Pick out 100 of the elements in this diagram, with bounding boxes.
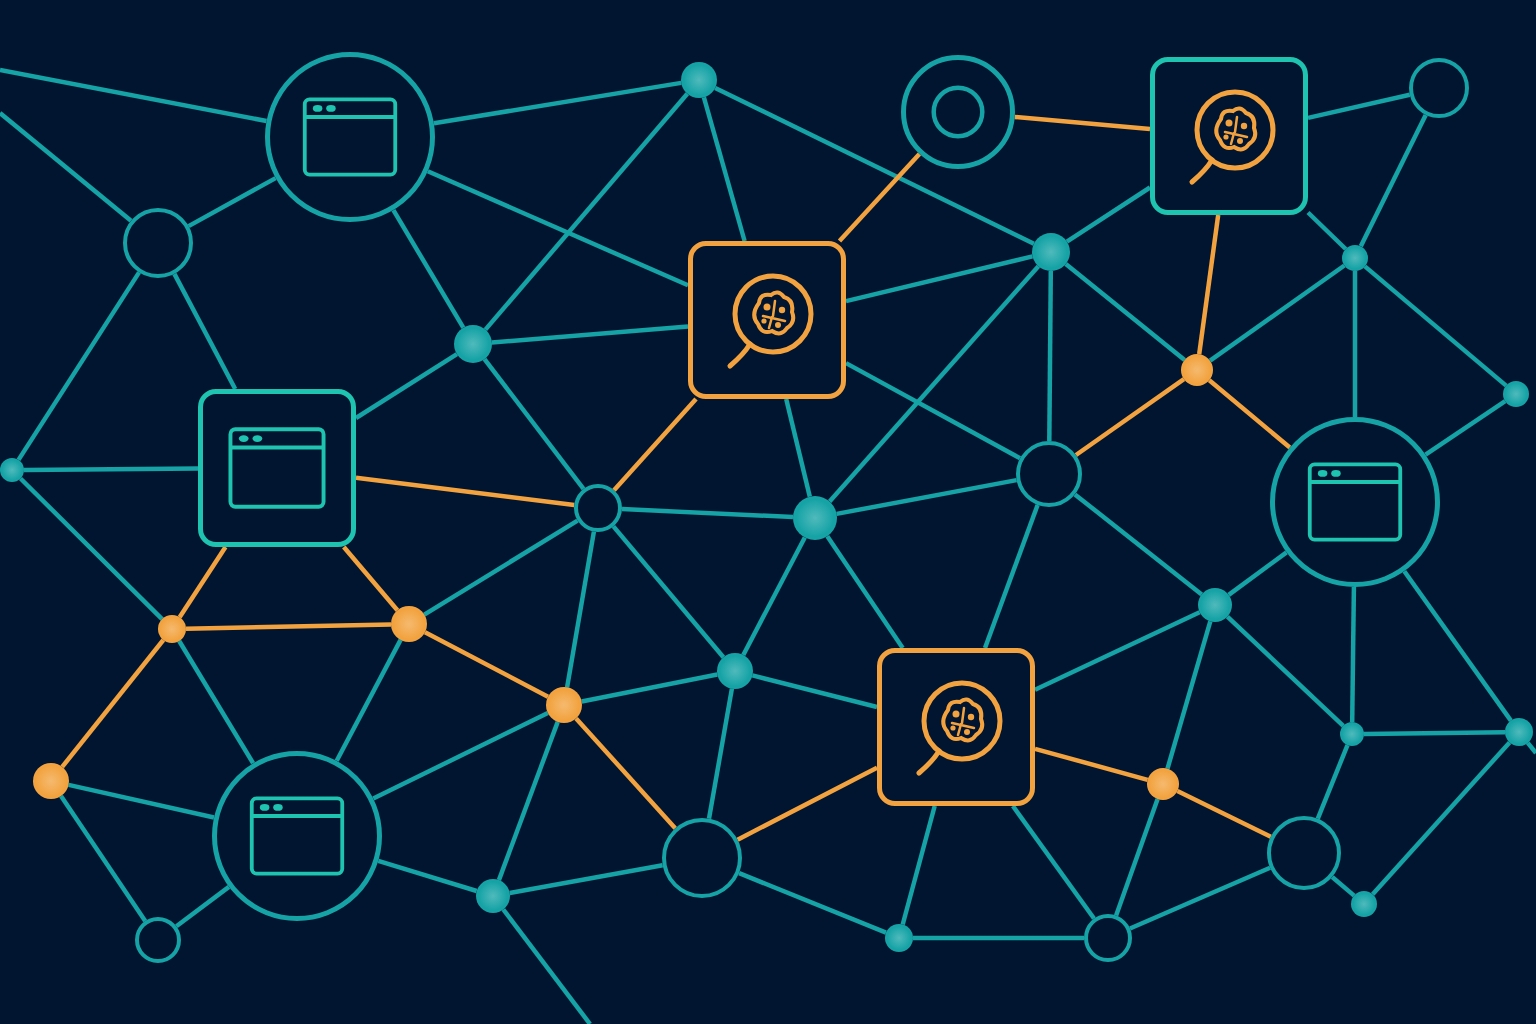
connector-line [574,716,677,830]
connector-line [1014,114,1151,132]
connector-line [59,794,148,923]
connector-line [581,672,718,704]
dot-node [158,615,186,643]
connector-line [845,254,1034,304]
connector-line [1227,550,1288,597]
connector-line [501,908,592,1024]
connector-line [1358,113,1428,248]
dot-node [1181,354,1213,386]
connector-line [1225,615,1345,728]
connector-line [1064,262,1186,362]
dot-node [0,458,24,482]
connector-line [60,638,166,769]
connector-line [738,871,887,935]
connector-line [1011,804,1096,920]
connector-line [1034,746,1149,782]
connector-line [0,111,133,223]
connector-line [68,782,215,820]
connector-line [1129,865,1271,931]
connector-line [1371,740,1512,896]
connector-line [1307,92,1411,121]
connector-line [18,476,164,621]
connector-line [827,264,1041,503]
connector-line [1208,263,1346,363]
dot-node [546,687,582,723]
ring-node [135,917,181,963]
connector-line [433,80,682,126]
connector-line [1047,270,1054,442]
connector-line [185,622,392,631]
connector-line [1207,378,1292,450]
connector-line [354,352,459,420]
connector-line [741,536,807,657]
connector-line [509,863,663,896]
connector-line [913,935,1084,941]
connector-line [372,710,549,801]
rounded-square-node [688,241,846,399]
connector-line [1352,271,1358,417]
dot-node [717,653,753,689]
dot-node [793,496,837,540]
connector-line [0,67,267,124]
connector-line [612,397,698,492]
dot-node [885,924,913,952]
connector-line [377,858,478,894]
dot-node [1340,722,1364,746]
rounded-square-node [877,648,1035,806]
connector-line [1034,610,1201,692]
connector-line [175,885,231,928]
connector-line [172,272,238,391]
connector-line [426,169,689,288]
connector-line [355,475,575,508]
ring-node [1409,58,1469,118]
connector-line [900,805,937,926]
connector-line [706,688,735,819]
connector-line [391,208,466,329]
connector-line [483,92,689,332]
connector-line [611,524,726,659]
connector-line [837,152,922,243]
dot-node [1351,891,1377,917]
connector-line [482,357,586,491]
connector-line [16,271,141,462]
rounded-square-node [198,389,356,547]
connector-line [1074,377,1186,457]
dot-node [391,606,427,642]
dot-node [33,763,69,799]
connector-line [1196,214,1221,355]
connector-line [1330,875,1356,898]
connector-line [496,721,560,881]
connector-line [1424,399,1507,457]
connector-line [844,361,1022,461]
dot-node [1032,233,1070,271]
connector-line [736,765,879,842]
connector-line [825,534,905,650]
connector-line [24,466,198,473]
connector-line [334,638,403,762]
connector-line [342,545,400,612]
dot-node [454,325,492,363]
connector-line [836,477,1017,517]
connector-line [1073,492,1204,597]
connector-line [1349,586,1357,723]
ring-node [1084,914,1132,962]
connector-line [423,630,550,699]
rounded-square-node [1150,57,1308,215]
dot-node [1342,245,1368,271]
dot-node [1147,768,1179,800]
connector-line [1363,729,1506,737]
connector-line [751,673,878,710]
connector-line [423,518,579,617]
dot-node [1505,718,1533,746]
dot-node [1198,588,1232,622]
connector-line [1306,210,1348,251]
connector-line [1065,185,1152,244]
connector-line [784,398,812,498]
connector-line [1402,569,1513,722]
connector-line [1315,744,1350,820]
ring-node [123,208,193,278]
connector-line [1526,741,1536,755]
connector-line [982,504,1040,649]
connector-line [1363,264,1508,388]
ring-node [574,484,622,532]
